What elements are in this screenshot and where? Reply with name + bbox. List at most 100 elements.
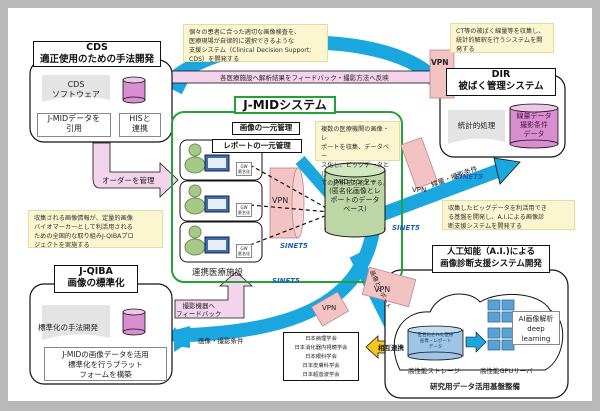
jmid-note-line: 複数の医療機関の画像・レ <box>321 126 390 142</box>
sinet-logo-2: SINET5 <box>455 173 483 181</box>
ai-box-line: learning <box>521 335 551 343</box>
jqiba-note-line: バイオマーカーとして利活用される <box>34 224 133 231</box>
ai-storage-data-label: 匿名化された医療 画像・レポート データ <box>408 333 463 351</box>
gw-label-line: GW <box>240 205 248 210</box>
jqiba-box-line: 標準化を行うプラット <box>68 360 143 369</box>
cds-title: CDS 適正使用のための手法開発 <box>33 41 161 67</box>
cds-software-shape <box>42 75 110 102</box>
society-item: 日本超音波学会 <box>302 372 340 378</box>
gw-label-line: 匿名化 <box>238 251 250 256</box>
dir-process-shape <box>448 110 505 144</box>
sinet-logo-4: SINET5 <box>272 277 300 285</box>
mutual-label: 相互連携 <box>378 344 404 352</box>
jqiba-database-icon <box>122 308 146 336</box>
jqiba-note-line: ための全国的な取り組みJ-QIBAプロ <box>34 233 134 240</box>
jmid-note-line: ポートを収集、データベー <box>321 144 390 160</box>
ai-title-line: 画像診断支援システム開発 <box>440 259 542 269</box>
vpn-label-ai: VPN <box>374 285 391 294</box>
gw-label-line: 匿名化 <box>238 169 250 174</box>
ai-note: 収集したビッグデータを利活用でき る基盤を開発し、A.I.による画像診 断支援シ… <box>442 200 575 230</box>
ai-box-line: deep <box>527 325 545 333</box>
jmid-note-line: ス化し、ビッグデータとし <box>321 162 390 178</box>
ai-storage-line: データ <box>428 345 443 350</box>
vpn-cylinder-bottom <box>310 291 350 327</box>
dir-db-line: データ <box>523 130 545 138</box>
cds-box-line: HISと <box>129 114 151 123</box>
jqiba-note-line: ジェクトを実施する <box>34 242 90 249</box>
society-item: 日本消化器内視鏡学会 <box>294 345 348 351</box>
society-item: 日本病理学会 <box>305 336 337 342</box>
gw-label-line: GW <box>240 246 248 251</box>
dir-db-line: 撮影条件 <box>520 121 548 129</box>
jmid-center-label: JMIDセンター (匿名化画像とレ ポートのデータ ベース) <box>325 178 385 214</box>
ai-platform-label: 研究用データ活用基盤整備 <box>430 382 520 391</box>
vpn-cylinder-facilities <box>269 167 305 239</box>
dir-process-label: 統計的処理 <box>457 121 496 130</box>
dir-note: CT等の被ばく線量等を収集し、 統計的解釈を行うシステムを開 発する <box>450 23 554 53</box>
dir-note-line: CT等の被ばく線量等を収集し、 <box>456 28 545 35</box>
jmid-center-database <box>324 162 386 238</box>
dashed-link-1 <box>249 164 331 211</box>
ai-box-line: AI画像解析 <box>518 315 554 323</box>
device-feedback-label: 撮影機器へ フィードバック <box>176 302 221 318</box>
jqiba-title-line: 画像の標準化 <box>67 278 125 289</box>
storage-to-gpu-arrow <box>465 331 487 353</box>
cds-box-line: J-MIDデータを <box>47 114 101 123</box>
jmid-note: 複数の医療機関の画像・レ ポートを収集、データベー ス化し、ビッグデータとし て… <box>315 121 400 187</box>
vpn-label-top: VPN <box>431 58 449 67</box>
jqiba-note-line: 収集される画像情報が、定量的画像 <box>34 215 133 222</box>
ai-storage-label: 高性能ストレージ <box>408 367 460 375</box>
gw-label-line: 匿名化 <box>238 210 250 215</box>
cds-title-line: 適正使用のための手法開発 <box>39 54 154 65</box>
cds-software-line: ソフトウェア <box>52 90 100 99</box>
cds-software-label: CDS ソフトウェア <box>42 80 110 100</box>
ai-note-line: 断支援システムを開発する <box>448 223 523 230</box>
gw-label-3: GW 匿名化 <box>236 244 252 258</box>
ai-title-line: 人工知能（A.I.)による <box>447 247 535 257</box>
cds-jmid-data-box: J-MIDデータを 引用 <box>37 113 111 137</box>
cds-database-icon <box>122 76 146 104</box>
dir-note-line: 発する <box>456 46 475 53</box>
order-label: オーダーを管理 <box>102 176 155 185</box>
cds-note-line: 医療現場が自律的に選択できるような <box>189 38 295 45</box>
person-icon-3 <box>184 225 206 256</box>
dir-database-icon <box>509 103 559 149</box>
blue-arrowhead-left <box>174 327 191 352</box>
person-icon-2 <box>184 184 206 215</box>
societies-box: 日本病理学会 日本消化器内視鏡学会 日本眼科学会 日本皮膚科学会 日本超音波学会 <box>283 332 359 381</box>
device-feedback-line: フィードバック <box>176 310 222 318</box>
cds-his-box: HISと 連携 <box>119 113 161 137</box>
device-feedback-line: 撮影機器へ <box>182 302 215 310</box>
cds-note-line: 支援システム（Clinical Decision Support; <box>189 47 312 54</box>
jmid-center-line: (匿名化画像とレ <box>329 187 381 195</box>
pink-device-feedback-arrow <box>174 271 254 319</box>
facilities-label: 連携医療施設 <box>192 268 244 278</box>
vpn-label-dose: VPN <box>412 186 427 194</box>
society-item: 日本皮膚科学会 <box>302 363 340 369</box>
cds-note-line: CDS）を開発する <box>189 56 240 63</box>
ai-analysis-box: AI画像解析 deep learning <box>512 311 560 345</box>
dashed-link-3 <box>249 213 331 246</box>
cds-box-line: 引用 <box>66 124 82 133</box>
gw-label-line: GW <box>240 164 248 169</box>
dir-title-line: DIR <box>491 69 511 80</box>
jqiba-title: J-QIBA 画像の標準化 <box>54 265 138 293</box>
ai-note-line: る基盤を開発し、A.I.による画像診 <box>448 214 545 221</box>
vpn-label-bottom: VPN <box>322 304 337 312</box>
ai-storage-database <box>407 325 464 361</box>
jqiba-process-label: 標準化の手法開発 <box>38 323 98 332</box>
jqiba-platform-box: J-MIDの画像データを活用 標準化を行うプラット フォームを構築 <box>44 347 167 381</box>
dashed-link-2 <box>249 204 331 213</box>
jqiba-note: 収集される画像情報が、定量的画像 バイオマーカーとして利活用される ための全国的… <box>28 210 163 249</box>
ai-storage-line: 匿名化された医療 <box>417 333 454 338</box>
ai-storage-line: 画像・レポート <box>419 339 452 344</box>
jmid-center-line: ベース) <box>343 205 367 213</box>
jmid-note-line: ての分析を可能とする。 <box>321 180 389 187</box>
sinet-logo-3: SINET5 <box>392 224 420 232</box>
jqiba-box-line: フォームを構築 <box>79 370 132 379</box>
gw-label-2: GW 匿名化 <box>236 203 252 217</box>
dir-note-line: 統計的解釈を行うシステムを開 <box>456 37 543 44</box>
jqiba-box-line: J-MIDの画像データを活用 <box>62 350 149 359</box>
cds-software-line: CDS <box>67 80 85 89</box>
